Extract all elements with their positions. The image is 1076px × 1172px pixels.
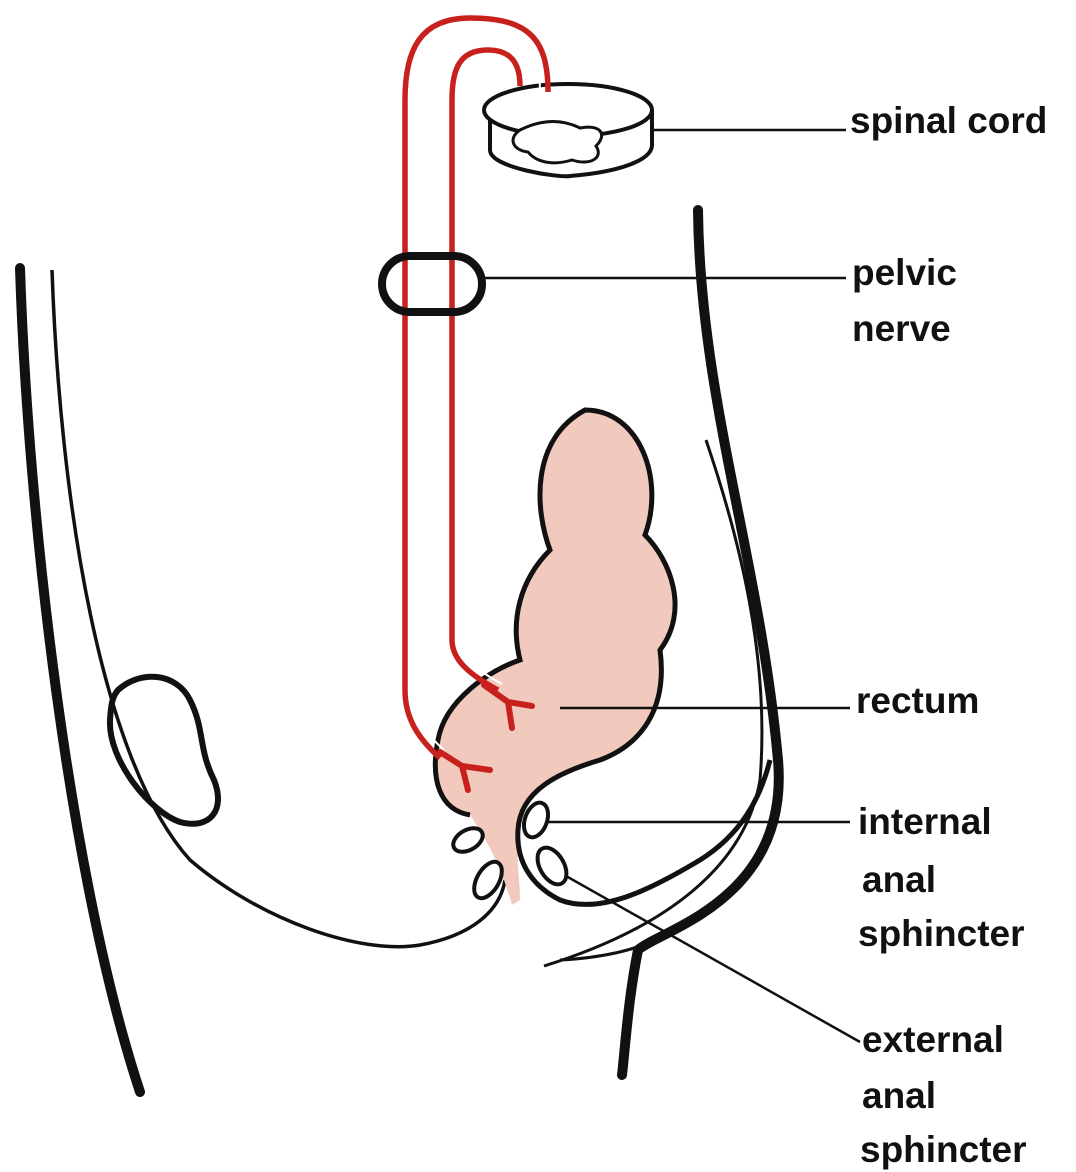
label-spinal-cord: spinal cord xyxy=(850,100,1047,141)
label-pelvic-nerve-1: pelvic xyxy=(852,252,957,293)
label-internal-3: sphincter xyxy=(858,913,1025,954)
label-pelvic-nerve-2: nerve xyxy=(852,308,951,349)
internal-sphincter-left xyxy=(449,823,487,856)
label-external-1: external xyxy=(862,1019,1004,1060)
abdominal-wall-outer xyxy=(20,268,140,1092)
label-rectum: rectum xyxy=(856,680,979,721)
label-external-3: sphincter xyxy=(860,1129,1027,1170)
abdominal-wall-inner xyxy=(52,270,505,947)
label-external-2: anal xyxy=(862,1075,936,1116)
label-internal-1: internal xyxy=(858,801,992,842)
bladder xyxy=(110,677,218,824)
spinal-cord-shape xyxy=(484,84,652,176)
label-internal-2: anal xyxy=(862,859,936,900)
pelvic-nerve-ring xyxy=(382,256,482,312)
